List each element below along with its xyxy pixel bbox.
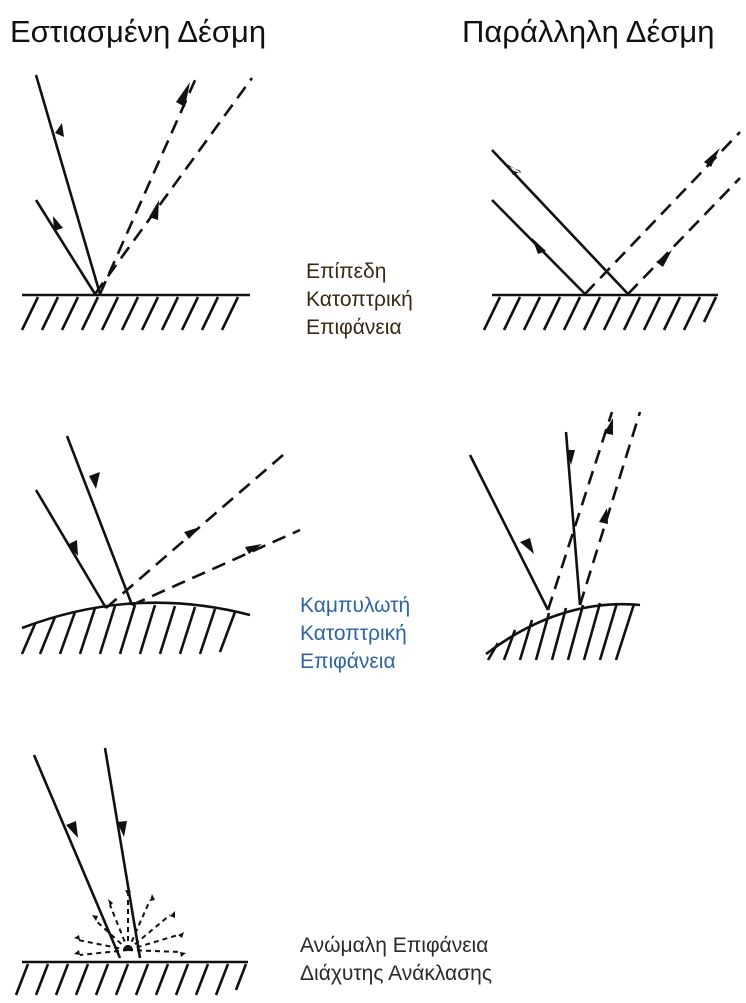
arrowhead: [184, 527, 200, 539]
panel-rough-diffuse: [16, 748, 248, 995]
arrowhead: [53, 216, 63, 231]
arrowhead: [532, 238, 546, 254]
arrowhead: [55, 123, 64, 137]
incident-ray: [470, 455, 548, 610]
reflected-ray: [628, 178, 740, 294]
label-line: Κατοπτρική: [300, 620, 410, 648]
panel-focused-curved: [22, 436, 300, 654]
arrowhead: [176, 82, 190, 107]
hatching: [16, 964, 246, 995]
heading-focused-beam: Εστιασμένη Δέσμη: [10, 16, 266, 47]
arrowhead: [656, 250, 672, 267]
arrowhead: [505, 163, 522, 175]
arrowhead: [520, 538, 534, 554]
panel-parallel-curved: [470, 412, 640, 660]
incident-ray: [67, 436, 132, 605]
label-rough-surface: Ανώμαλη Επιφάνεια Διάχυτης Ανάκλασης: [300, 932, 492, 988]
hatching: [484, 297, 716, 330]
reflected-ray: [95, 78, 252, 294]
label-line: Κατοπτρική: [306, 286, 413, 314]
incident-ray: [34, 755, 120, 958]
surface-curve: [22, 603, 250, 628]
hatching: [488, 603, 634, 660]
panel-focused-flat: [22, 75, 252, 330]
reflected-ray: [585, 132, 740, 294]
arrowhead: [149, 200, 159, 220]
heading-parallel-beam: Παράλληλη Δέσμη: [462, 16, 715, 47]
hatching: [22, 605, 235, 654]
label-line: Καμπυλωτή: [300, 592, 410, 620]
arrowhead: [89, 472, 100, 489]
reflected-ray: [132, 530, 300, 605]
incident-ray: [36, 75, 100, 294]
label-flat-mirror: Επίπεδη Κατοπτρική Επιφάνεια: [306, 258, 413, 342]
label-line: Διάχυτης Ανάκλασης: [300, 960, 492, 988]
label-line: Επιφάνεια: [300, 648, 410, 676]
hatching: [22, 297, 238, 330]
incident-ray: [105, 748, 140, 958]
label-line: Επιφάνεια: [306, 314, 413, 342]
reflected-ray: [580, 412, 640, 605]
reflected-ray: [100, 78, 196, 294]
label-curved-mirror: Καμπυλωτή Κατοπτρική Επιφάνεια: [300, 592, 410, 676]
reflected-ray: [548, 412, 612, 610]
panel-parallel-flat: [484, 132, 740, 330]
label-line: Επίπεδη: [306, 258, 413, 286]
arrowhead: [599, 508, 608, 524]
label-line: Ανώμαλη Επιφάνεια: [300, 932, 492, 960]
arrowhead: [704, 148, 720, 167]
